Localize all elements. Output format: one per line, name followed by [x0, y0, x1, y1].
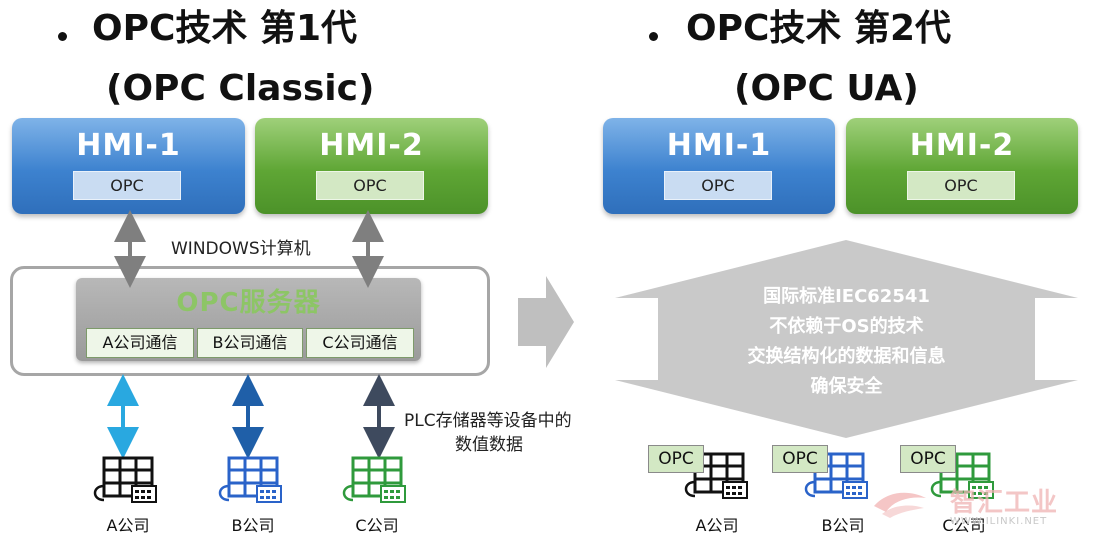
right-hmi-2-label: HMI-2 — [909, 128, 1015, 163]
plc-device-b-icon — [218, 456, 282, 503]
watermark-text: 智汇工业 — [950, 488, 1059, 518]
left-company-a-label: A公司 — [106, 516, 150, 535]
left-title: OPC技术 第1代 — [92, 8, 357, 49]
comm-block-a-label: A公司通信 — [102, 333, 178, 352]
left-hmi-1-opc-tag: OPC — [73, 171, 181, 200]
plc-device-c-icon — [342, 456, 406, 503]
right-company-a-label: A公司 — [695, 516, 739, 535]
left-hmi-2-opc-tag: OPC — [316, 171, 424, 200]
transition-arrow — [518, 276, 574, 368]
comm-block-a: A公司通信 — [86, 328, 194, 358]
opc-ua-features: 国际标准IEC62541 不依赖于OS的技术 交换结构化的数据和信息 确保安全 — [680, 282, 1013, 402]
windows-computer-label: WINDOWS计算机 — [171, 239, 311, 259]
comm-block-c: C公司通信 — [306, 328, 414, 358]
watermark-logo-icon — [874, 492, 926, 518]
opc-server-title: OPC服务器 — [176, 288, 321, 318]
left-company-b-label: B公司 — [231, 516, 275, 535]
feature-os-independent: 不依赖于OS的技术 — [769, 316, 924, 337]
left-title-bullet — [58, 32, 67, 41]
comm-block-c-label: C公司通信 — [322, 333, 398, 352]
ua-device-b-opc-tag: OPC — [772, 445, 828, 473]
right-company-b-label: B公司 — [821, 516, 865, 535]
left-arrows-layer — [107, 210, 395, 459]
right-hmi-1-box: HMI-1 OPC — [603, 118, 835, 214]
watermark-url: WWW.ILINKI.NET — [950, 516, 1048, 527]
ua-device-c-icon — [930, 452, 994, 499]
ua-device-c-opc-tag: OPC — [900, 445, 956, 473]
left-subtitle: (OPC Classic) — [106, 68, 375, 109]
right-title-bullet — [649, 32, 658, 41]
left-company-c-label: C公司 — [355, 516, 399, 535]
comm-block-b: B公司通信 — [197, 328, 303, 358]
right-company-c-label: C公司 — [942, 516, 986, 535]
feature-security: 确保安全 — [810, 376, 883, 397]
right-title: OPC技术 第2代 — [686, 8, 951, 49]
right-hmi-1-opc-tag: OPC — [664, 171, 772, 200]
left-hmi-1-box: HMI-1 OPC — [12, 118, 245, 214]
ua-device-a-opc-tag: OPC — [648, 445, 704, 473]
left-hmi-2-box: HMI-2 OPC — [255, 118, 488, 214]
feature-standard: 国际标准IEC62541 — [763, 286, 930, 307]
plc-note-line2: 数值数据 — [455, 435, 523, 455]
left-hmi-1-label: HMI-1 — [76, 128, 181, 163]
right-hmi-1-label: HMI-1 — [666, 128, 772, 163]
right-subtitle: (OPC UA) — [734, 68, 919, 109]
opc-ua-double-arrow — [615, 240, 1078, 438]
right-hmi-2-opc-tag: OPC — [907, 171, 1015, 200]
comm-block-b-label: B公司通信 — [212, 333, 288, 352]
right-hmi-2-box: HMI-2 OPC — [846, 118, 1078, 214]
plc-device-a-icon — [93, 456, 157, 503]
plc-note-line1: PLC存储器等设备中的 — [404, 411, 572, 431]
left-hmi-2-label: HMI-2 — [319, 128, 424, 163]
feature-structured-data: 交换结构化的数据和信息 — [747, 346, 946, 367]
